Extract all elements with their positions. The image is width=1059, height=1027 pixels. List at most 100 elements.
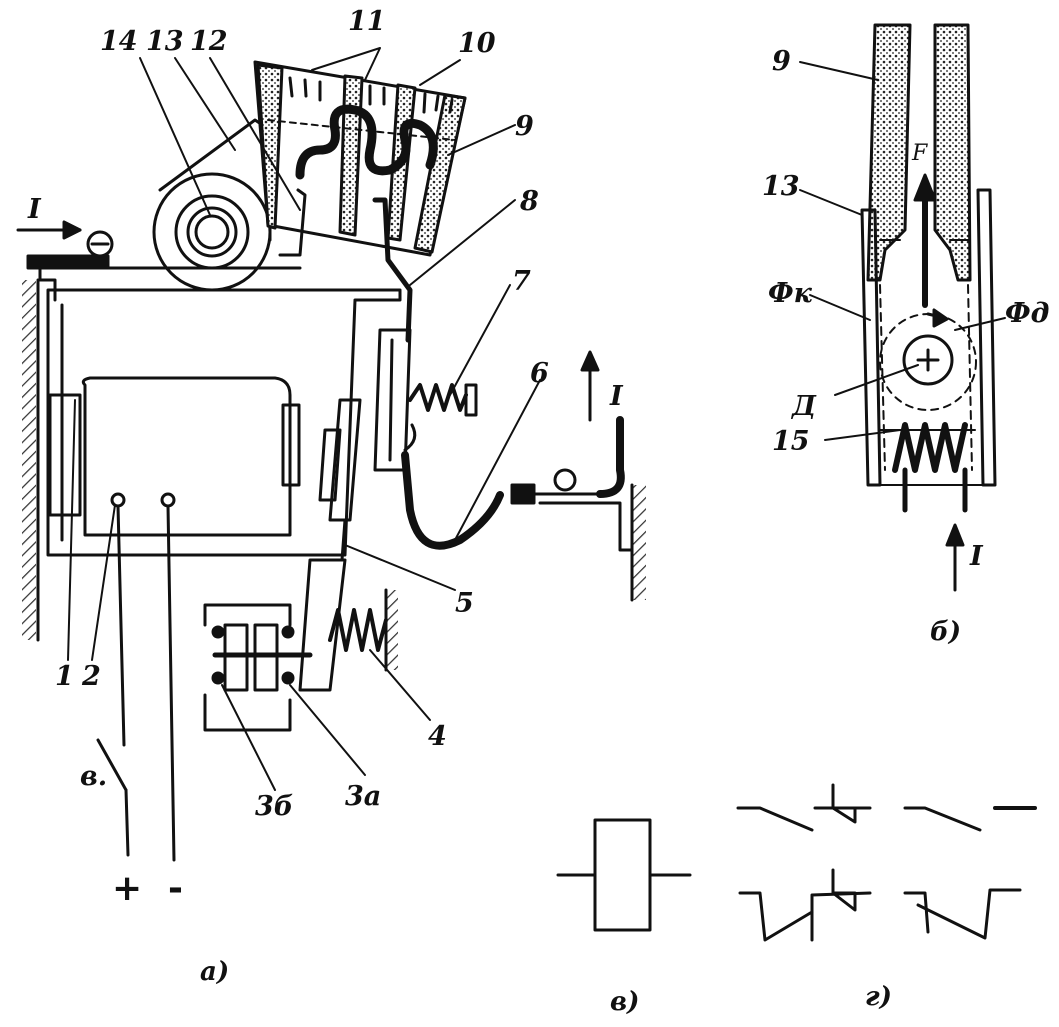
b-current-arrow-head [945,523,965,547]
arc-horn-moving [372,197,413,343]
label-5: 5 [455,588,474,619]
label-10: 10 [458,28,496,59]
label-b-d: Д [790,391,817,422]
sym-nc-contact-left [903,891,930,934]
armature-plate [328,398,362,522]
leader-5 [344,544,456,591]
sym-no-arc-chute [831,783,857,824]
label-14: 14 [100,26,138,57]
input-bracket [38,266,57,302]
aux-contact-3a-top [281,625,295,639]
leader-3a [289,684,366,776]
label-3a: 3а [345,781,381,812]
label-1: 1 [55,661,74,692]
leader-6 [454,379,541,541]
figure-a [16,47,646,862]
b-leader-15 [824,429,901,441]
lever-pivot [403,423,417,452]
b-leader-d [834,364,919,396]
b-leader-9 [799,61,879,81]
label-plus: + [112,868,142,909]
caption-v: в) [610,987,639,1017]
aux-contact-3b-bottom [211,671,225,685]
sym-nc-arc-contact [738,891,814,942]
lead-plus [116,504,126,747]
spring-stop-hatch [386,590,398,670]
input-busbar [26,254,110,270]
figure-g [736,783,1037,942]
magnetic-core [46,288,402,557]
chute-wall-left [256,63,284,230]
blowout-coil-inner [194,214,230,250]
caption-b: б) [930,617,961,647]
b-leader-13 [799,189,863,216]
label-2: 2 [81,661,101,692]
label-9: 9 [515,111,534,142]
label-4: 4 [428,721,447,752]
caption-a: а) [200,957,229,987]
leader-9 [447,124,516,156]
label-11: 11 [348,6,386,37]
aux-contact-3b-top [211,625,225,639]
left-wall-hatch [22,280,36,640]
b-wall-right [933,23,972,282]
output-lead [596,416,625,498]
aux-contact-3a-bottom [281,671,295,685]
label-b-9: 9 [772,46,791,77]
caption-g: г) [865,982,892,1012]
b-arc-section [902,334,954,386]
sym-no-contact [903,806,982,832]
armature-lever [298,558,347,692]
leader-3b [221,684,276,791]
sym-no-arc-contact [736,806,814,832]
coil-terminal-left [110,492,126,508]
label-7: 7 [512,266,531,297]
arc-horn-fixed [278,188,307,257]
coil-flange-right [281,403,301,487]
b-leader-fd [954,317,1006,331]
figure-v [556,818,692,932]
braid-terminal [510,483,536,505]
output-screw [553,468,577,492]
label-8: 8 [519,186,539,217]
electric-arc [295,104,438,180]
moving-contact-inner [388,338,394,462]
b-pole-right [976,188,997,487]
b-wall-left [866,23,912,282]
aux-contact-frame-bottom [203,693,292,732]
leader-8 [409,199,516,286]
leader-13 [174,57,236,151]
coil-symbol [593,818,652,932]
figure-b [799,23,1006,592]
label-b-15: 15 [772,426,810,457]
input-screw [86,230,114,258]
leader-1 [67,399,76,661]
label-3b: 3б [255,791,293,822]
b-force-arrow-head [913,173,937,202]
contact-spring [408,383,468,412]
label-current-left: I [27,194,42,225]
current-arrow-up-head [580,350,600,372]
leader-11 [311,47,381,81]
label-minus: - [168,868,183,909]
switch-blade [96,738,128,792]
leader-4 [369,649,431,721]
leader-7 [449,284,511,396]
leader-12 [209,57,301,211]
blowout-coil-core [186,206,238,258]
b-flux-arrow-head [932,308,949,328]
label-13: 13 [146,26,184,57]
label-b-fk: Фк [768,278,813,309]
labels: 14 13 12 11 10 9 8 7 6 5 4 3а 3б 2 1 I I… [27,6,1049,1017]
label-b-f: F [911,141,928,166]
coil [81,376,292,537]
leader-10 [419,59,461,86]
sym-nc-contact [916,888,1022,940]
chute-dashed-line [267,119,456,141]
armature-tab [318,428,342,502]
label-b-fd: Фд [1005,298,1049,329]
aux-contact-frame-top [203,603,292,627]
flexible-braid [401,451,504,550]
